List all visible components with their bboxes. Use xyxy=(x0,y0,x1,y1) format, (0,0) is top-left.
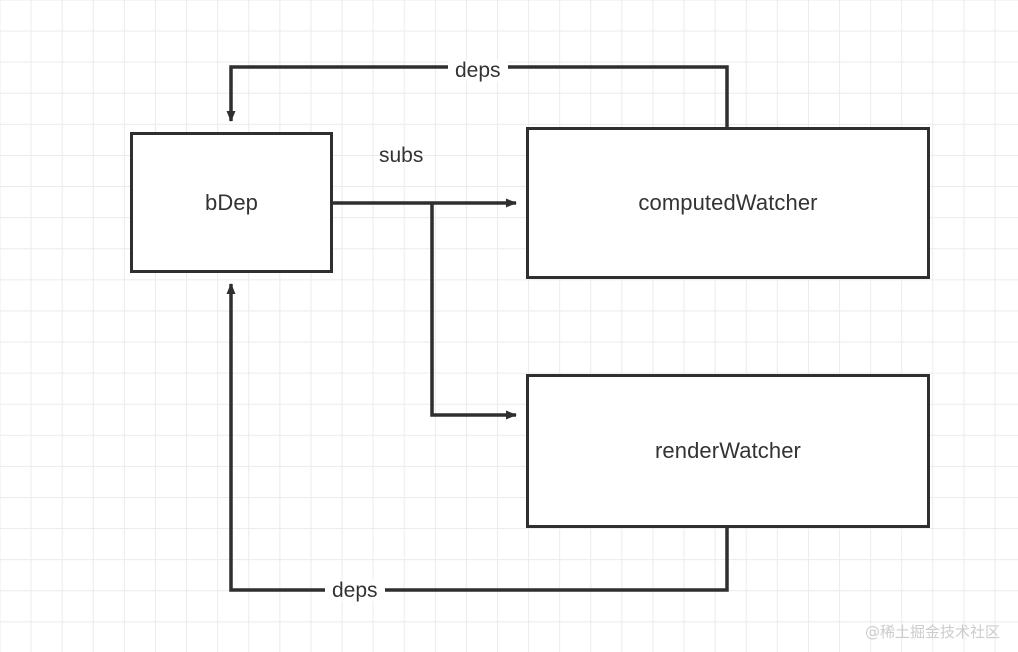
node-render-watcher-label: renderWatcher xyxy=(655,438,801,463)
node-computed-watcher-label: computedWatcher xyxy=(638,190,818,215)
watermark: @稀土掘金技术社区 xyxy=(864,623,1000,641)
node-bdep[interactable]: bDep xyxy=(130,132,333,273)
edge-label-subs: subs xyxy=(379,144,424,167)
edge-label-deps-top: deps xyxy=(448,60,508,81)
node-computed-watcher[interactable]: computedWatcher xyxy=(526,127,930,279)
node-bdep-label: bDep xyxy=(205,189,258,215)
edge-subs-bdep-to-render xyxy=(430,203,517,420)
node-render-watcher[interactable]: renderWatcher xyxy=(526,374,930,528)
edge-label-deps-bottom: deps xyxy=(325,580,385,601)
edge-deps-render-to-bdep xyxy=(226,283,729,592)
